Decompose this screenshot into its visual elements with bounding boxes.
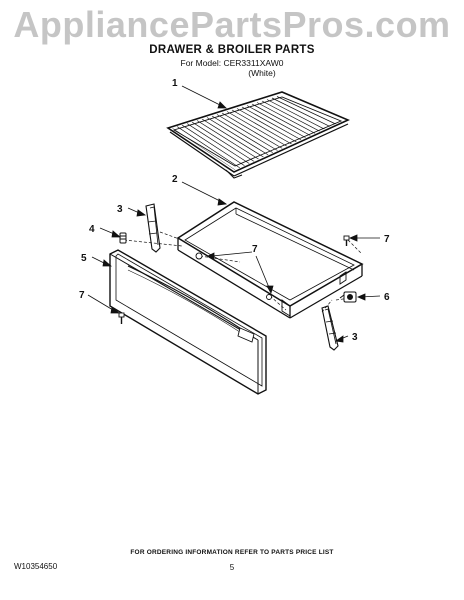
drawer-body-part	[176, 201, 364, 319]
callout-7-center: 7	[252, 244, 258, 255]
panel-handle-line	[127, 265, 247, 333]
callout-2: 2	[172, 174, 178, 185]
callout-3-upper: 3	[117, 204, 123, 215]
rack-front-rail	[169, 131, 235, 177]
drawer-inner-rim	[184, 207, 355, 301]
rack-wires	[172, 96, 341, 170]
callout-4: 4	[89, 224, 95, 235]
drawer-side-bottom-edge	[289, 275, 363, 319]
ordering-info-note: FOR ORDERING INFORMATION REFER TO PARTS …	[130, 549, 334, 556]
callout-3-lower: 3	[352, 332, 358, 343]
screw-part-left	[118, 312, 125, 324]
rack-part	[166, 91, 350, 179]
title-block: DRAWER & BROILER PARTS For Model: CER331…	[0, 44, 464, 78]
callout-7-left: 7	[79, 290, 85, 301]
panel-handle-end	[237, 327, 255, 343]
drawer-roller-part	[339, 291, 357, 303]
callout-7-right: 7	[384, 234, 390, 245]
drawer-slide-part-lower	[321, 305, 339, 351]
leader-lines	[87, 85, 381, 343]
model-number: For Model: CER3311XAW0	[180, 58, 284, 68]
drawer-slide-part-upper	[145, 203, 161, 253]
page-title: DRAWER & BROILER PARTS	[149, 44, 315, 56]
model-color: (White)	[248, 68, 276, 78]
rack-foot	[225, 169, 243, 179]
drawer-corner-bracket	[281, 299, 291, 317]
callout-6: 6	[384, 292, 390, 303]
callout-1: 1	[172, 78, 178, 89]
rack-inner-frame	[172, 96, 343, 167]
rack-outline	[166, 91, 350, 173]
callout-5: 5	[81, 253, 87, 264]
rack-side-rail	[233, 123, 349, 177]
drawer-front-bottom-edge	[177, 249, 291, 319]
screw-part-right	[343, 235, 350, 246]
drawer-front-panel-part	[109, 249, 267, 395]
page-number: 5	[229, 563, 235, 572]
panel-outline	[109, 249, 267, 395]
panel-face	[115, 253, 263, 387]
screw-part-center	[195, 252, 272, 300]
drawer-stop-part	[119, 232, 127, 244]
document-number: W10354650	[14, 562, 58, 571]
